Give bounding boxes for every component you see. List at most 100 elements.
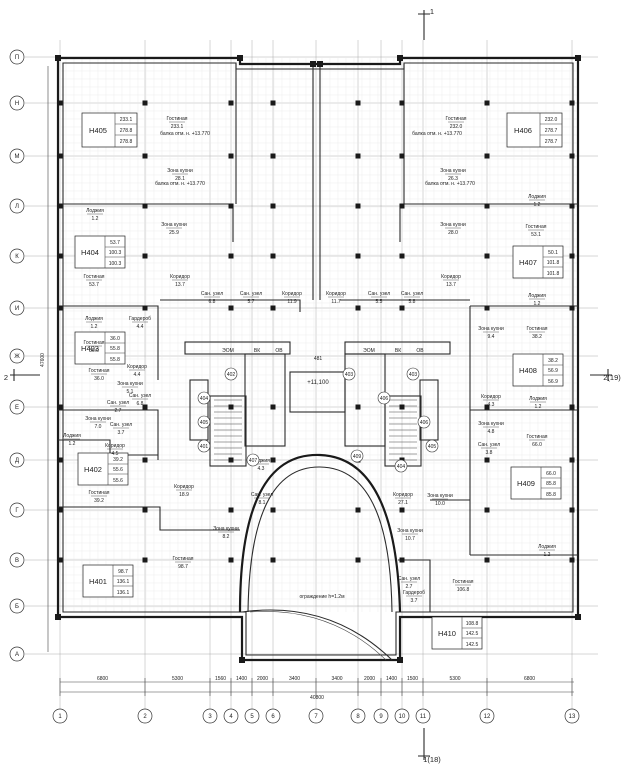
room-name: Зона кухни [213,526,239,532]
dimension-value: 6800 [97,676,108,682]
room-area: 8.1 [259,500,266,506]
shaft-number: 407 [249,458,258,464]
column [569,557,575,563]
room-area: 233.1 [171,124,184,130]
shaft-marker [406,367,420,381]
room-area: 2.7 [115,408,122,414]
apartment-area-c: 55.8 [110,357,120,363]
apartment-area-a: 232.0 [545,117,558,123]
column [142,153,148,159]
apartment-id: Н401 [89,577,107,586]
axis-number: 13 [569,714,576,720]
column [484,457,490,463]
room-area: 10.7 [405,536,415,542]
axis-bubble-5 [244,708,260,724]
column [228,153,234,159]
core-label: ЭОМ [222,348,234,354]
apartment-area-b: 85.8 [546,481,556,487]
room-name: Зона кухни [440,222,466,228]
room-name: Гостиная [84,340,105,346]
apartment-area-c: 278.7 [545,139,558,145]
axis-bubble-2 [137,708,153,724]
apartment-tag-n410: Н410 108.8 142.5 142.5 [431,616,483,650]
axis-bubble-6 [265,708,281,724]
axis-bubble-11 [415,708,431,724]
apartment-area-a: 36.0 [110,336,120,342]
axis-number: 6 [271,714,275,720]
room-label: балка отм. н. +13.770 [412,131,462,137]
column [399,557,405,563]
column [484,100,490,106]
room-name: Сан. узел [401,291,423,297]
column [228,507,234,513]
room-name: ограждение h=1.2м [299,594,345,600]
shaft-number: 405 [428,444,437,450]
room-name: Лоджия [85,316,103,322]
room-name: Коридор [170,274,190,280]
room-name: Гардероб [129,316,151,322]
apartment-id: Н405 [89,126,107,135]
column [270,557,276,563]
section-marks: 1 1(18) 2 2(19) [4,7,621,764]
room-name: Коридор [282,291,302,297]
axis-bubble-row [9,646,25,662]
apartment-tag-n406: Н406 232.0 278.7 278.7 [506,112,563,148]
corner-column [310,61,316,67]
room-area: 106.8 [457,587,470,593]
column [569,507,575,513]
room-name: Сан. узел [251,492,273,498]
axis-number: 7 [314,714,318,720]
axis-number: 4 [229,714,233,720]
apartment-tag-n407: Н407 50.1 101.8 101.8 [512,245,564,279]
room-area: 98.7 [178,564,188,570]
column [142,100,148,106]
axis-letter: Д [15,458,19,464]
room-name: Сан. узел [368,291,390,297]
room-name: Сан. узел [478,442,500,448]
column [355,253,361,259]
room-area: 5.7 [248,299,255,305]
room-area: 2.7 [406,584,413,590]
column [399,153,405,159]
core-label: 481 [314,356,323,362]
column [228,305,234,311]
room-area: 1.2 [91,324,98,330]
room-name: Коридор [174,484,194,490]
axis-letter: М [15,154,20,160]
room-area: 4.5 [112,451,119,457]
corner-column [317,61,323,67]
room-name: Гостиная [453,579,474,585]
room-area: 13.7 [175,282,185,288]
column [355,507,361,513]
column [569,203,575,209]
column [57,457,63,463]
apartment-area-a: 39.2 [113,457,123,463]
apartment-tags: Н405 233.1 278.8 278.8 Н406 232.0 278.7 … [74,112,564,650]
shaft-number: 404 [200,396,209,402]
room-name: Гостиная [84,274,105,280]
shaft-marker [246,453,260,467]
column [57,100,63,106]
axis-number: 3 [208,714,212,720]
axis-bubble-1 [52,708,68,724]
column [57,507,63,513]
shaft-marker [224,367,238,381]
dimension-value: 5300 [172,676,183,682]
section-mark-bottom: 1(18) [423,755,441,764]
axis-letter: Г [15,508,19,514]
column [270,507,276,513]
shaft-number: 403 [345,372,354,378]
room-name: Сан. узел [201,291,223,297]
apartment-area-c: 101.8 [547,271,560,277]
column [355,203,361,209]
column [484,404,490,410]
room-area: 3.8 [486,450,493,456]
room-area: 7.0 [95,424,102,430]
axis-bubble-row [9,198,25,214]
column [228,557,234,563]
axis-number: 10 [399,714,406,720]
